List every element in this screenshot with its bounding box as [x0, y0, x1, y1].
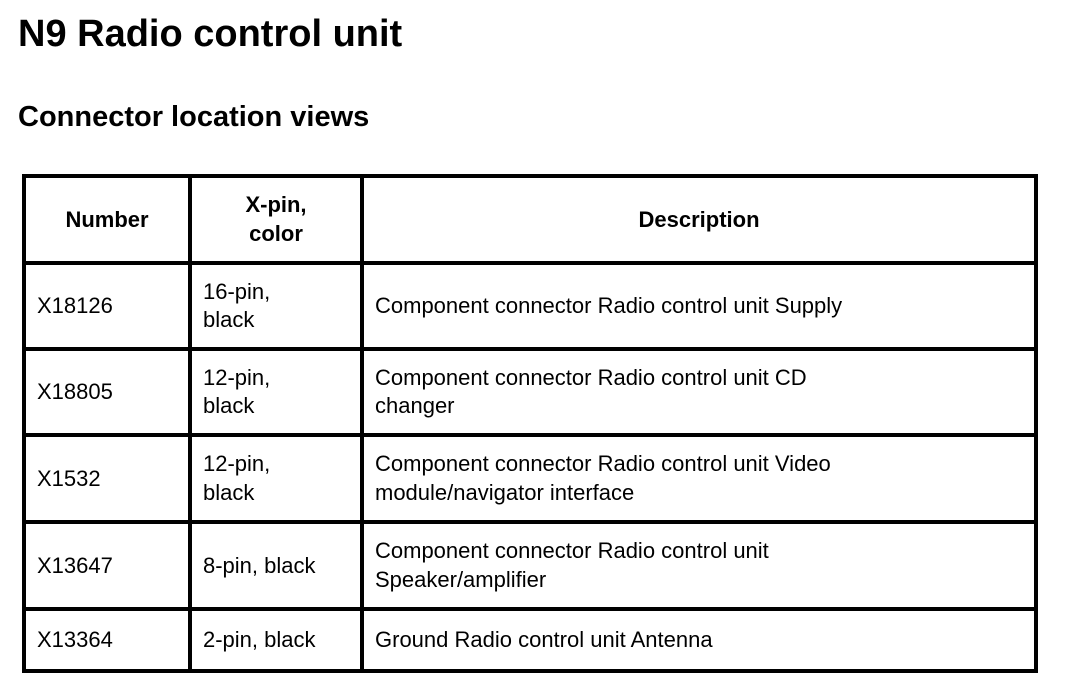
table-row: X1532 12-pin, black Component connector …: [22, 433, 1038, 525]
table-row: X13364 2-pin, black Ground Radio control…: [22, 607, 1038, 674]
cell-description: Component connector Radio control unit S…: [360, 261, 1038, 352]
cell-description: Ground Radio control unit Antenna: [360, 607, 1038, 674]
cell-number: X1532: [22, 433, 192, 525]
cell-pin-color: 12-pin, black: [188, 347, 364, 438]
cell-number: X13364: [22, 607, 192, 674]
connector-table: Number X-pin, color Description X18126 1…: [22, 174, 1038, 674]
cell-number: X18805: [22, 347, 192, 438]
section-heading: Connector location views: [18, 100, 370, 133]
cell-description: Component connector Radio control unit C…: [360, 347, 1038, 438]
table-header-row: Number X-pin, color Description: [22, 174, 1038, 266]
document-page: N9 Radio control unit Connector location…: [0, 12, 1072, 688]
cell-pin-color: 12-pin, black: [188, 433, 364, 525]
cell-pin-color: 16-pin, black: [188, 261, 364, 352]
cell-number: X18126: [22, 261, 192, 352]
cell-description: Component connector Radio control unit V…: [360, 433, 1038, 525]
page-title: N9 Radio control unit: [18, 13, 403, 55]
cell-pin-color: 2-pin, black: [188, 607, 364, 674]
cell-pin-color: 8-pin, black: [188, 520, 364, 612]
table-row: X18805 12-pin, black Component connector…: [22, 347, 1038, 438]
cell-description: Component connector Radio control unit S…: [360, 520, 1038, 612]
cell-number: X13647: [22, 520, 192, 612]
column-header-number: Number: [22, 174, 192, 266]
column-header-description: Description: [360, 174, 1038, 266]
table-row: X18126 16-pin, black Component connector…: [22, 261, 1038, 352]
column-header-pin-color: X-pin, color: [188, 174, 364, 266]
table-row: X13647 8-pin, black Component connector …: [22, 520, 1038, 612]
